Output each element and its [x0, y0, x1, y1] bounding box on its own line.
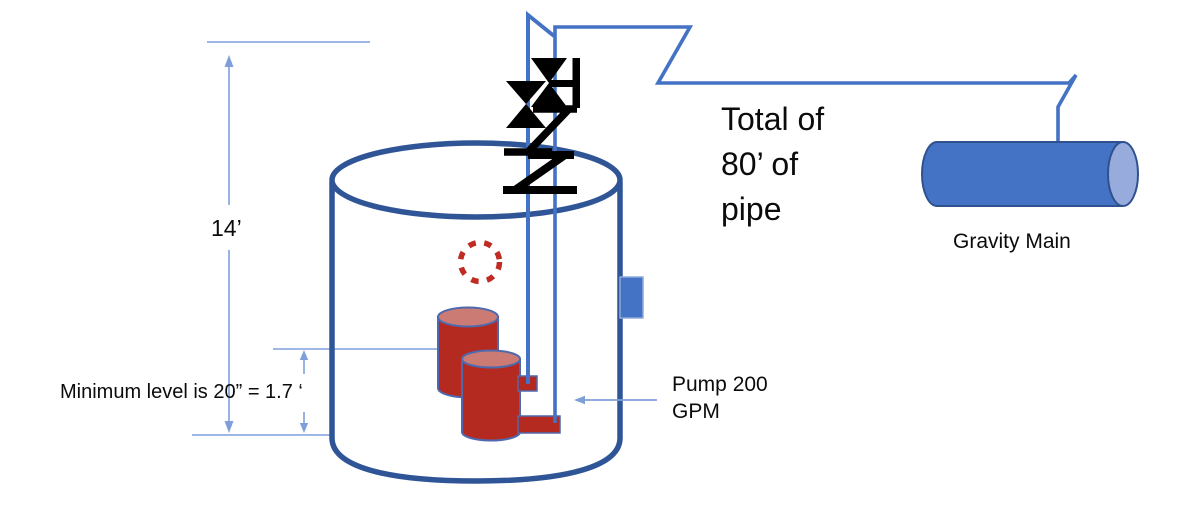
tank-height-dimension — [192, 41, 370, 436]
pump-rating-line-1: Pump 200 — [672, 373, 768, 396]
tank-side-port — [619, 276, 644, 319]
valve-handle — [572, 58, 580, 108]
pump-callout-arrow — [574, 395, 657, 405]
arrow-up-icon — [224, 55, 234, 67]
tank-height-label: 14’ — [211, 215, 242, 241]
total-pipe-line-1: Total of — [721, 101, 825, 137]
minimum-level-label: Minimum level is 20” = 1.7 ‘ — [60, 381, 303, 403]
gate-valve-icon — [531, 58, 580, 108]
force-main-pipe — [553, 25, 1078, 423]
arrow-left-icon — [574, 395, 585, 405]
gate-valve-icon — [506, 81, 546, 128]
total-pipe-label: Total of 80’ of pipe — [721, 97, 824, 232]
gravity-main-end-cap — [1107, 141, 1139, 207]
valve-train — [503, 58, 580, 194]
arrow-up-icon — [299, 350, 309, 360]
pump-front-discharge-port — [517, 415, 561, 434]
discharge-piping — [526, 10, 1078, 423]
float-switch-icon — [457, 239, 503, 285]
wet-well-tank — [329, 140, 623, 484]
rear-pump-riser-pipe — [526, 10, 556, 384]
total-pipe-line-3: pipe — [721, 191, 782, 227]
gravity-main-cylinder — [921, 141, 1139, 207]
valve-stem — [549, 80, 577, 87]
tank-body — [329, 182, 623, 484]
pump-front — [461, 349, 521, 442]
pump-rating-line-2: GPM — [672, 400, 720, 423]
total-pipe-line-2: 80’ of — [721, 146, 799, 182]
pump-rating-label: Pump 200 GPM — [672, 371, 768, 425]
gravity-main-label: Gravity Main — [953, 230, 1071, 253]
arrow-down-icon — [224, 421, 234, 433]
arrow-down-icon — [299, 423, 309, 433]
minimum-level-dimension — [273, 348, 462, 433]
tank-top-rim — [329, 140, 623, 220]
check-valve-icon — [503, 151, 577, 194]
